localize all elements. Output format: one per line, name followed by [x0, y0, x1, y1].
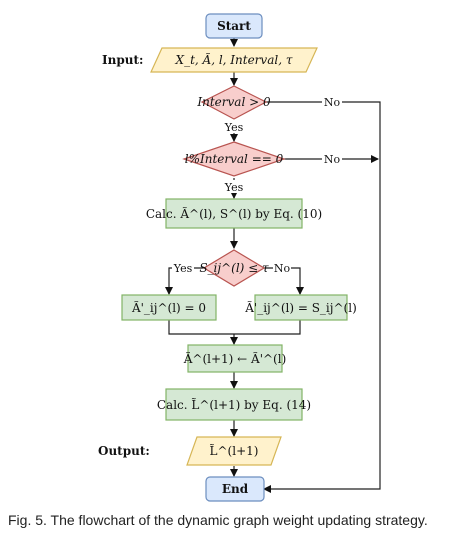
label-no-2: No: [324, 153, 341, 166]
label-no-3: No: [274, 262, 291, 275]
label-no-1: No: [324, 96, 341, 109]
calc-a-s-node: Calc. Ã^(l), S^(l) by Eq. (10): [146, 198, 322, 229]
calc-l-node: Calc. L̃^(l+1) by Eq. (14): [157, 388, 311, 421]
edge-zero-merge: [168, 320, 234, 335]
decision-mod-label: l%Interval == 0: [185, 152, 284, 166]
input-label: X_t, Ã, l, Interval, τ: [175, 52, 293, 67]
decision-s-node: S_ij^(l) ≤ τ: [199, 249, 269, 287]
label-yes-2: Yes: [224, 181, 244, 194]
label-yes-3: Yes: [173, 262, 193, 275]
output-label: L̃^(l+1): [210, 443, 259, 458]
input-node: X_t, Ã, l, Interval, τ: [150, 47, 318, 73]
decision-interval-label: Interval > 0: [196, 95, 271, 109]
output-side-label: Output:: [98, 444, 150, 458]
assign-s-label: Ã'_ij^(l) = S_ij^(l): [244, 300, 357, 315]
decision-interval-node: Interval > 0: [196, 85, 271, 120]
assign-zero-label: Ã'_ij^(l) = 0: [131, 300, 206, 315]
start-node: Start: [205, 13, 263, 39]
update-a-node: Ã^(l+1) ← Ã'^(l): [183, 344, 287, 373]
calc-a-s-label: Calc. Ã^(l), S^(l) by Eq. (10): [146, 206, 322, 221]
assign-s-node: Ã'_ij^(l) = S_ij^(l): [244, 294, 357, 321]
label-yes-1: Yes: [224, 121, 244, 134]
edge-labels: Yes Yes No No Yes No: [172, 96, 342, 275]
output-node: L̃^(l+1): [186, 436, 282, 466]
input-side-label: Input:: [102, 53, 143, 67]
edge-s-merge: [234, 320, 301, 335]
decision-mod-node: l%Interval == 0: [182, 141, 286, 177]
update-a-label: Ã^(l+1) ← Ã'^(l): [183, 351, 287, 366]
calc-l-label: Calc. L̃^(l+1) by Eq. (14): [157, 397, 311, 412]
end-label: End: [222, 482, 249, 496]
decision-s-label: S_ij^(l) ≤ τ: [199, 261, 269, 275]
figure-caption: Fig. 5. The flowchart of the dynamic gra…: [8, 512, 428, 528]
start-label: Start: [217, 19, 251, 33]
assign-zero-node: Ã'_ij^(l) = 0: [121, 294, 217, 321]
end-node: End: [205, 476, 265, 502]
